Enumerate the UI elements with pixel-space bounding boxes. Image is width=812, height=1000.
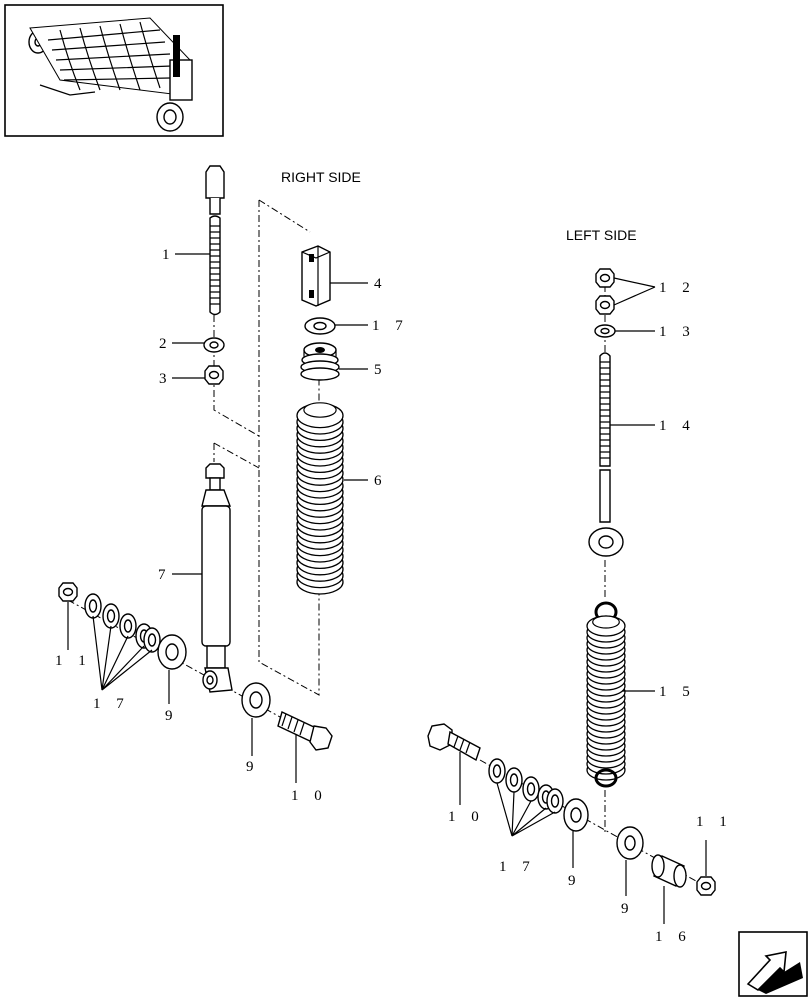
callout-labels: 1 2 3 4 1 7 5 6 7 1 1 1 7 9 9 1 0 1 2 1 … — [55, 247, 733, 945]
part-9-washer-right-a — [157, 634, 187, 670]
part-9-washer-left-a — [563, 798, 589, 832]
callout-9-right-a: 9 — [165, 708, 179, 724]
heading-left-side: LEFT SIDE — [566, 227, 637, 243]
callout-2: 2 — [159, 336, 173, 352]
part-5-spring-seat — [300, 342, 340, 381]
callout-10-left: 1 0 — [448, 809, 485, 825]
part-9-washer-left-b — [616, 826, 644, 860]
baler-overview-thumbnail-icon[interactable] — [4, 4, 224, 137]
callout-7: 7 — [158, 567, 172, 583]
callout-1: 1 — [162, 247, 176, 263]
guide-lines-left — [479, 285, 713, 891]
part-2-washer — [203, 337, 225, 353]
part-13-washer — [594, 324, 616, 338]
part-9-washer-right-b — [241, 682, 271, 718]
callout-16: 1 6 — [655, 929, 692, 945]
part-17-washers-left — [488, 758, 564, 814]
part-3-nut — [204, 365, 224, 385]
part-7-damper — [201, 463, 233, 693]
part-4-bracket — [301, 245, 331, 307]
callout-6: 6 — [374, 473, 388, 489]
next-page-arrow-icon[interactable] — [738, 931, 808, 997]
part-6-spring — [296, 402, 344, 595]
callout-3: 3 — [159, 371, 173, 387]
callout-17-left: 1 7 — [499, 859, 536, 875]
callout-15: 1 5 — [659, 684, 696, 700]
callout-14: 1 4 — [659, 418, 696, 434]
part-11-nut-left — [696, 876, 716, 896]
callout-9-left-a: 9 — [568, 873, 582, 889]
callout-5: 5 — [374, 362, 388, 378]
part-12-nut-lower — [595, 295, 615, 315]
part-10-bolt-right — [277, 711, 333, 751]
callout-11-left: 1 1 — [696, 814, 733, 830]
part-12-nut-upper — [595, 268, 615, 288]
part-10-bolt-left — [427, 723, 481, 762]
part-14-eye-bolt — [588, 352, 624, 557]
part-1-bolt — [205, 165, 225, 316]
leader-lines — [67, 253, 707, 924]
heading-right-side: RIGHT SIDE — [281, 169, 361, 185]
part-11-nut-right — [58, 582, 78, 602]
callout-12: 1 2 — [659, 280, 696, 296]
callout-10-right: 1 0 — [291, 788, 328, 804]
callout-13: 1 3 — [659, 324, 696, 340]
part-17-washer-upper — [304, 317, 336, 335]
guide-lines-right — [67, 199, 320, 729]
part-16-bushing — [651, 854, 687, 888]
part-15-spring — [586, 601, 626, 788]
callout-9-right-b: 9 — [246, 759, 260, 775]
callout-17-right: 1 7 — [93, 696, 130, 712]
callout-9-left-b: 9 — [621, 901, 635, 917]
callout-4: 4 — [374, 276, 388, 292]
callout-17-upper: 1 7 — [372, 318, 409, 334]
callout-11-right: 1 1 — [55, 653, 92, 669]
